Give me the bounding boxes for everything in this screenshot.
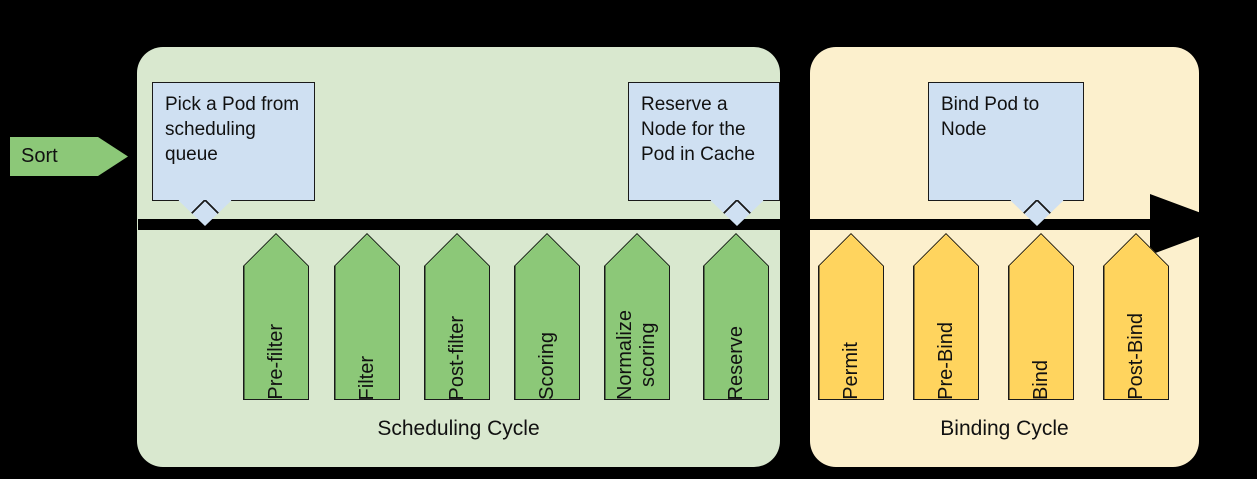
callout-pick-pod: Pick a Pod from scheduling queue [152, 82, 315, 201]
callout-text: Reserve a Node for the Pod in Cache [641, 94, 756, 165]
plugin-arrow-shape [913, 233, 979, 400]
plugin-arrow-shape [818, 233, 884, 400]
plugin-bind[interactable]: Bind [1008, 233, 1074, 400]
plugin-scoring[interactable]: Scoring [514, 233, 580, 400]
callout-bind-pod: Bind Pod to Node [928, 82, 1084, 201]
plugin-pre-bind[interactable]: Pre-Bind [913, 233, 979, 400]
plugin-post-bind[interactable]: Post-Bind [1103, 233, 1169, 400]
plugin-label: Pre-filter [264, 324, 287, 400]
plugin-filter[interactable]: Filter [334, 233, 400, 400]
plugin-arrow-shape [703, 233, 769, 400]
binding-cycle-label: Binding Cycle [940, 417, 1069, 440]
callout-text: Pick a Pod from scheduling queue [165, 94, 300, 165]
plugin-label: Scoring [535, 332, 558, 400]
plugin-label: Filter [355, 355, 378, 400]
plugin-arrow-shape [424, 233, 490, 400]
plugin-label: Reserve [724, 325, 747, 400]
plugin-arrow-shape [604, 233, 670, 400]
plugin-normalize-scoring[interactable]: Normalize scoring [604, 233, 670, 400]
plugin-permit[interactable]: Permit [818, 233, 884, 400]
timeline-bar [138, 219, 1158, 230]
plugin-arrow-shape [514, 233, 580, 400]
plugin-arrow-shape [334, 233, 400, 400]
plugin-post-filter[interactable]: Post-filter [424, 233, 490, 400]
callout-reserve-node: Reserve a Node for the Pod in Cache [628, 82, 780, 201]
plugin-label: Pre-Bind [934, 322, 957, 400]
plugin-arrow-shape [243, 233, 309, 400]
plugin-label: Permit [839, 342, 862, 400]
plugin-pre-filter[interactable]: Pre-filter [243, 233, 309, 400]
plugin-label: Post-Bind [1124, 313, 1147, 400]
plugin-arrow-shape [1103, 233, 1169, 400]
sort-label: Sort [21, 145, 58, 167]
plugin-label: Normalize scoring [614, 309, 659, 400]
plugin-arrow-shape [1008, 233, 1074, 400]
callout-text: Bind Pod to Node [941, 94, 1040, 140]
scheduling-cycle-label: Scheduling Cycle [377, 417, 540, 440]
sort-arrow: Sort [10, 137, 128, 176]
plugin-reserve[interactable]: Reserve [703, 233, 769, 400]
plugin-label: Post-filter [445, 315, 468, 400]
plugin-label: Bind [1029, 359, 1052, 400]
